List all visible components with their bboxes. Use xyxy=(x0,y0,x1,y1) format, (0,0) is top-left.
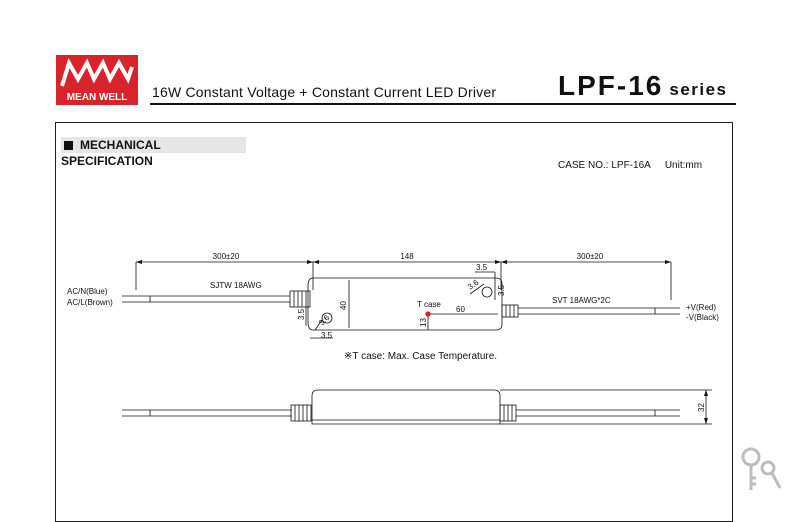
series-word: series xyxy=(669,80,728,99)
input-cable-spec: SJTW 18AWG xyxy=(210,281,262,290)
dim-hole-top: 3.6 xyxy=(466,278,481,292)
mean-well-logo: MEAN WELL xyxy=(56,55,138,105)
section-title: MECHANICAL SPECIFICATION xyxy=(61,137,246,168)
dim-body-width: 40 xyxy=(339,301,348,310)
dim-tab-left: 3.5 xyxy=(297,308,306,320)
dim-tab-bottom: 3.5 xyxy=(321,331,333,340)
dim-tab-top: 3.5 xyxy=(476,263,488,272)
tcase-label: T case xyxy=(417,300,441,309)
header-rule xyxy=(150,103,736,105)
dim-hole-left: 3.6 xyxy=(317,313,332,328)
ac-neutral-label: AC/N(Blue) xyxy=(67,287,108,296)
model-name: LPF-16 xyxy=(558,70,664,101)
dim-body-length: 148 xyxy=(400,252,414,261)
v-plus-label: +V(Red) xyxy=(686,303,716,312)
dim-body-height: 32 xyxy=(697,403,706,412)
v-minus-label: -V(Black) xyxy=(686,313,719,322)
section-title-text: MECHANICAL SPECIFICATION xyxy=(61,138,161,168)
dim-left-cable: 300±20 xyxy=(213,252,240,261)
brand-name: MEAN WELL xyxy=(67,92,128,103)
unit-label: Unit:mm xyxy=(664,160,703,171)
tcase-point xyxy=(425,311,431,317)
product-subtitle: 16W Constant Voltage + Constant Current … xyxy=(152,84,497,100)
series-heading: LPF-16 series xyxy=(558,70,728,102)
dim-right-cable: 300±20 xyxy=(577,252,604,261)
square-bullet-icon xyxy=(64,141,73,150)
output-cable-spec: SVT 18AWG*2C xyxy=(552,296,611,305)
case-info: CASE NO.: LPF-16A Unit:mm xyxy=(558,160,702,171)
ac-line-label: AC/L(Brown) xyxy=(67,298,113,307)
key-icon xyxy=(741,447,782,490)
mechanical-drawing: 300±20 148 300±20 3.5 3.6 3.5 3.5 3.6 3.… xyxy=(67,252,719,425)
dim-tcase-length: 60 xyxy=(456,305,465,314)
tcase-note: ※T case: Max. Case Temperature. xyxy=(344,351,497,362)
dim-tcase-offset: 13 xyxy=(419,318,428,327)
dim-tab-right: 3.5 xyxy=(497,284,506,296)
case-number: CASE NO.: LPF-16A xyxy=(558,160,651,171)
